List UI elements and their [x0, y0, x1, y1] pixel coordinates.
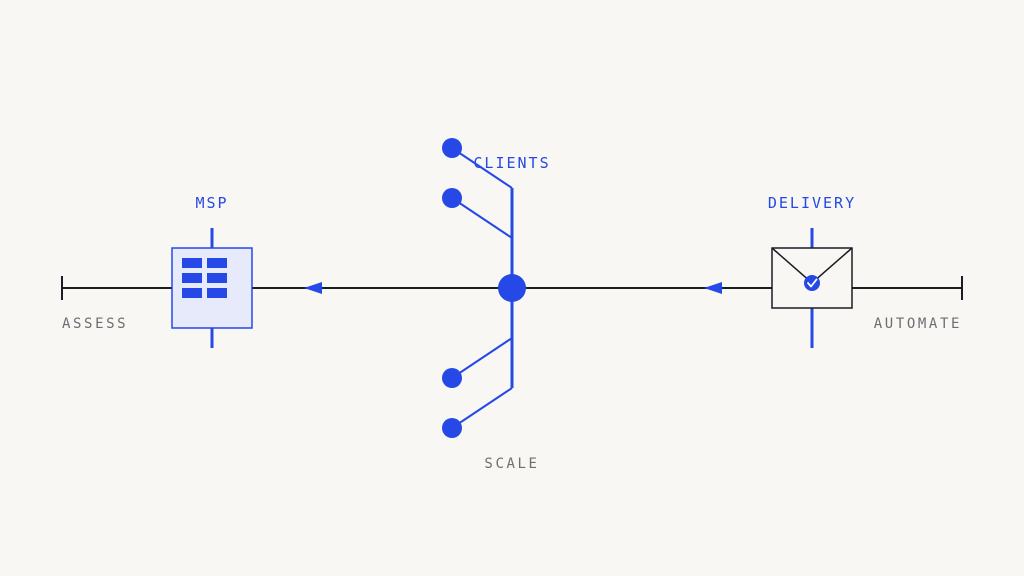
branch-line-2 — [451, 197, 513, 239]
branch-line-3 — [451, 337, 513, 379]
clients-label: CLIENTS — [473, 154, 550, 172]
delivery-node — [771, 228, 853, 348]
clients-hub — [442, 138, 526, 438]
client-dot-2 — [442, 188, 462, 208]
stage-label-assess: ASSESS — [62, 316, 128, 332]
client-dot-1 — [442, 138, 462, 158]
flow-arrow-right — [704, 282, 722, 294]
stage-label-automate: AUTOMATE — [874, 316, 962, 332]
branch-line-4 — [451, 387, 513, 429]
stage-label-scale: SCALE — [484, 456, 539, 472]
client-dot-3 — [442, 368, 462, 388]
branch-line-1 — [451, 147, 513, 189]
client-dot-4 — [442, 418, 462, 438]
msp-node — [171, 228, 253, 348]
delivery-label: DELIVERY — [768, 194, 856, 212]
envelope-check-icon — [771, 247, 853, 291]
hub-center-dot — [498, 274, 526, 302]
flow-arrow-left — [304, 282, 322, 294]
msp-label: MSP — [195, 194, 228, 212]
grid-icon — [182, 258, 227, 298]
